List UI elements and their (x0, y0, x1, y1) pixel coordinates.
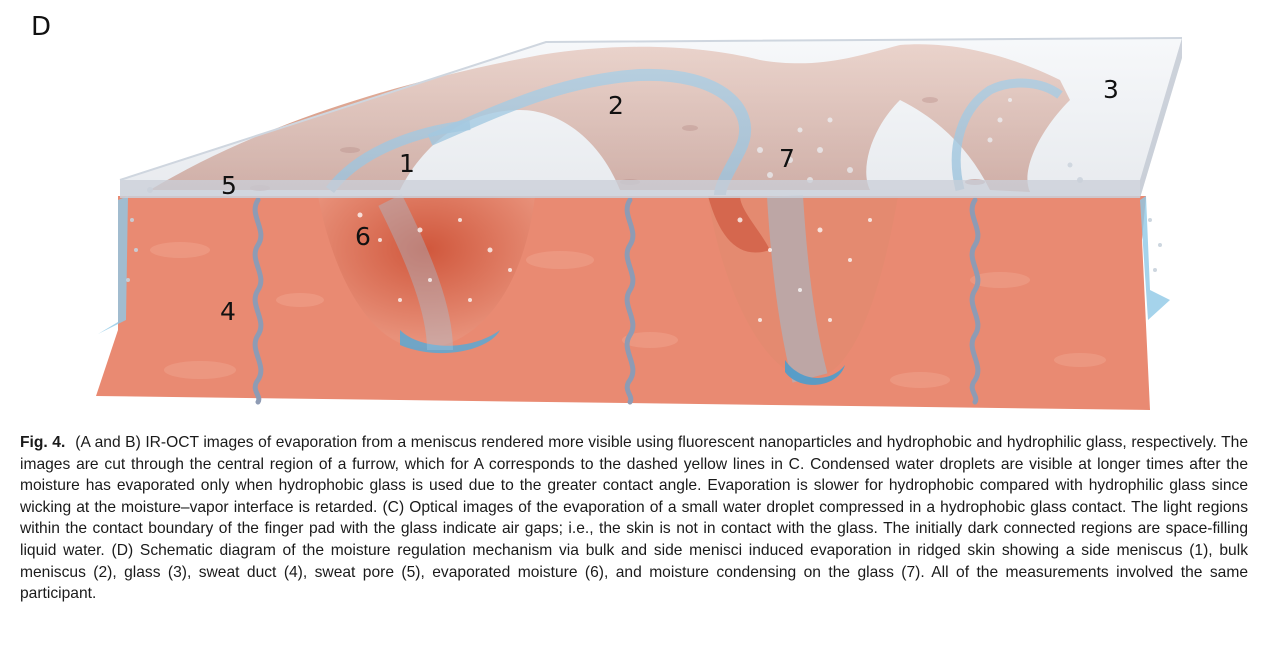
figure-label: Fig. 4. (20, 434, 66, 451)
glass-plate (120, 38, 1182, 198)
glass-edge-right (1140, 38, 1182, 198)
furrow-right-water (785, 360, 845, 385)
label-3: 3 (1103, 75, 1119, 104)
glass-edge-front (120, 180, 1140, 198)
left-water-film (98, 196, 128, 334)
furrow-right-stream (767, 194, 828, 383)
skin-schematic-illustration: 1 2 3 4 5 6 7 (96, 37, 1183, 410)
label-2: 2 (608, 91, 624, 120)
furrow-left (318, 196, 535, 348)
label-6: 6 (355, 222, 371, 251)
furrow-left-water (400, 330, 500, 354)
skin-texture (150, 242, 1106, 388)
label-5: 5 (221, 171, 237, 200)
sweat-ducts (252, 197, 981, 405)
panel-letter: D (31, 12, 52, 42)
label-7: 7 (779, 144, 795, 173)
sweat-duct-1 (252, 197, 264, 405)
label-4: 4 (220, 297, 236, 326)
furrow-right-shadow (708, 196, 770, 253)
glass-top-edge (119, 37, 1183, 181)
sweat-duct-3 (969, 197, 981, 405)
right-water-film (1140, 196, 1170, 320)
caption-text: (A and B) IR-OCT images of evaporation f… (20, 434, 1248, 603)
figure-caption: Fig. 4.(A and B) IR-OCT images of evapor… (20, 432, 1248, 605)
furrow-left-stream (378, 194, 453, 351)
label-1: 1 (399, 149, 415, 178)
sweat-duct-2 (624, 197, 636, 405)
